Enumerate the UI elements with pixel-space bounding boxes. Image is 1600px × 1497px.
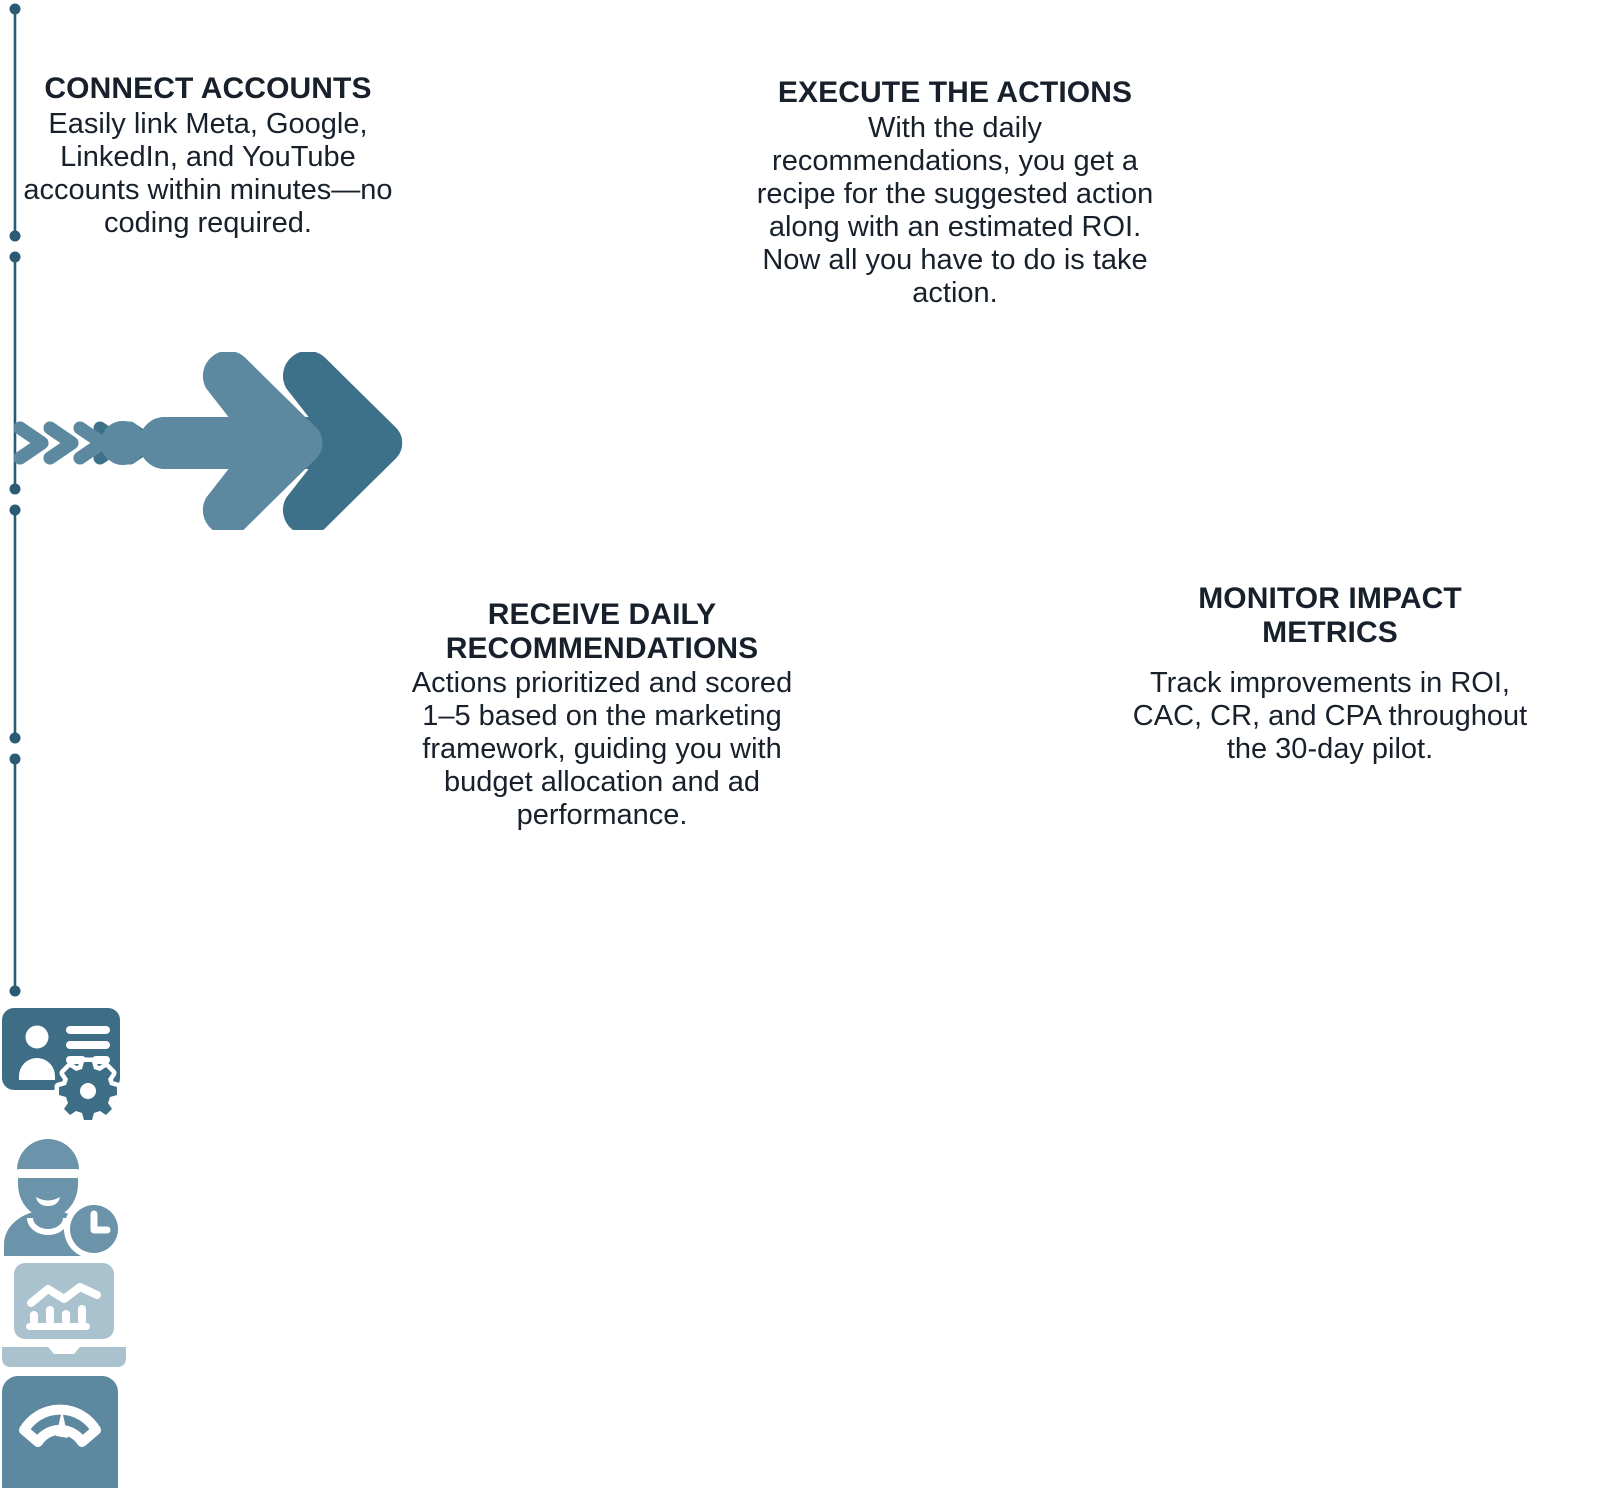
step-1-connector-line	[0, 0, 1600, 249]
step-2-connector-line	[0, 249, 1600, 502]
step-3-body: With the daily recommendations, you get …	[756, 111, 1154, 309]
step-4-text-block: MONITOR IMPACT METRICS Track improvement…	[1130, 582, 1530, 766]
step-4-arrow-group	[0, 350, 330, 536]
step-1-title: CONNECT ACCOUNTS	[44, 72, 372, 105]
step-1-body: Easily link Meta, Google, LinkedIn, and …	[23, 107, 393, 239]
step-4-node-dot	[101, 421, 145, 465]
step-4-title: MONITOR IMPACT METRICS	[1198, 582, 1462, 649]
id-card-gear-icon	[0, 1004, 1600, 1134]
step-3-title: EXECUTE THE ACTIONS	[777, 76, 1133, 109]
weight-scale-icon	[0, 1372, 1600, 1497]
step-4-chevrons	[13, 421, 109, 465]
laptop-chart-icon	[0, 1261, 1600, 1372]
person-clock-icon	[0, 1134, 1600, 1261]
step-2-body: Actions prioritized and scored 1–5 based…	[411, 667, 793, 832]
step-1-text-block: CONNECT ACCOUNTS Easily link Meta, Googl…	[8, 72, 408, 240]
step-3-text-block: EXECUTE THE ACTIONS With the daily recom…	[750, 76, 1160, 310]
step-4-body: Track improvements in ROI, CAC, CR, and …	[1132, 667, 1528, 766]
step-3-connector-line	[0, 502, 1600, 751]
step-2-title: RECEIVE DAILY RECOMMENDATIONS	[445, 598, 759, 665]
step-4-arrow	[139, 350, 323, 536]
step-2-text-block: RECEIVE DAILY RECOMMENDATIONS Actions pr…	[392, 598, 812, 832]
